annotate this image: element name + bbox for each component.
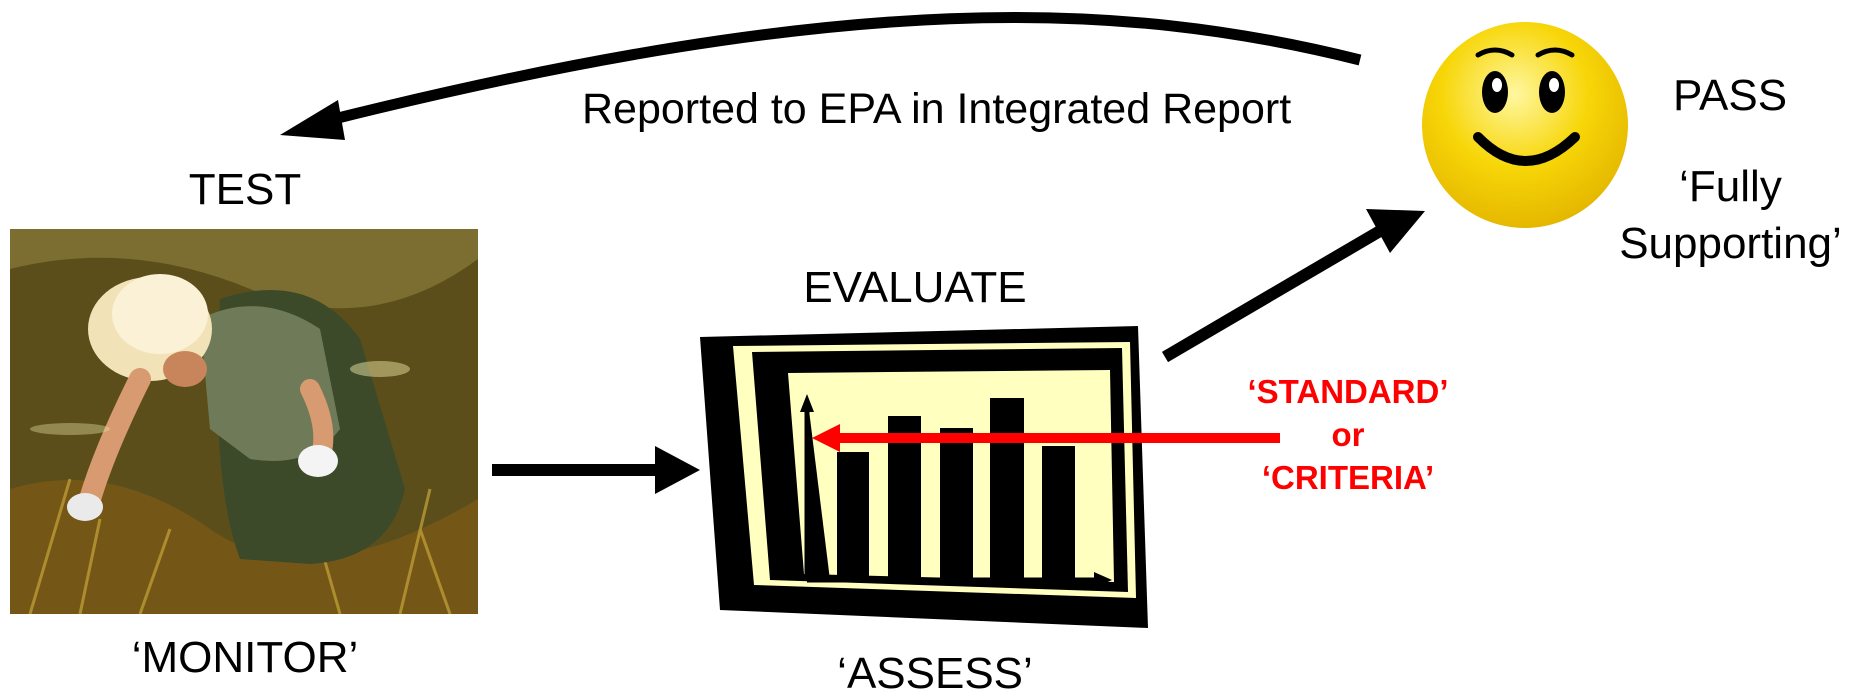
- test-label: TEST: [188, 165, 302, 214]
- fully-supporting-line2: Supporting’: [1619, 219, 1842, 269]
- evaluate-label: EVALUATE: [803, 263, 1027, 312]
- pass-label: PASS: [1672, 71, 1788, 120]
- fully-supporting-label: ‘Fully Supporting’: [1600, 158, 1861, 272]
- chart-bar: [990, 398, 1024, 580]
- standard-line: ‘STANDARD’: [1247, 373, 1449, 410]
- or-line: or: [1331, 415, 1365, 453]
- assess-label: ‘ASSESS’: [837, 649, 1033, 698]
- monitoring-photo: [10, 229, 478, 614]
- chart-bar: [1042, 446, 1075, 580]
- criteria-line: ‘CRITERIA’: [1261, 458, 1435, 496]
- standard-criteria-label: ‘STANDARD’ or ‘CRITERIA’: [1228, 371, 1468, 500]
- chart-bar: [888, 416, 921, 580]
- assess-to-pass-arrow: [1161, 209, 1425, 363]
- chart-bar: [940, 428, 973, 580]
- smiley-face-icon: [1422, 22, 1628, 228]
- monitor-to-assess-arrow: [492, 446, 700, 494]
- report-label: Reported to EPA in Integrated Report: [582, 85, 1292, 133]
- feedback-arrow: [280, 12, 1362, 140]
- chart-bar: [837, 452, 869, 580]
- fully-supporting-line1: ‘Fully: [1679, 162, 1782, 211]
- assess-chart-icon: [700, 326, 1148, 628]
- monitor-label: ‘MONITOR’: [131, 633, 359, 682]
- criteria-arrow: [812, 424, 1280, 452]
